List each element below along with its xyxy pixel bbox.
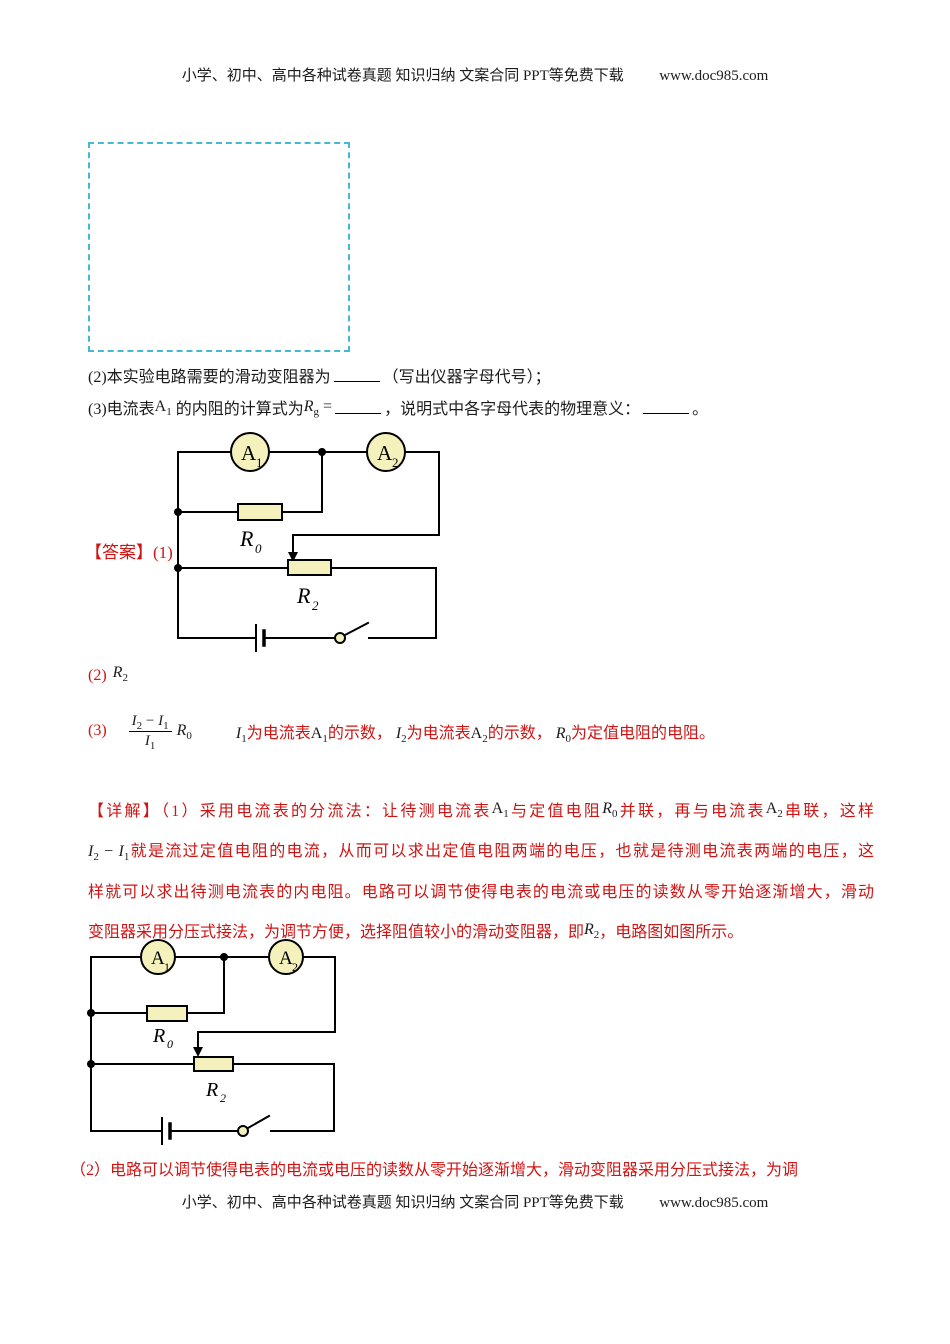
math-var-a1: A1 bbox=[310, 725, 328, 746]
conclusion-line: （2）电路可以调节使得电表的电流或电压的读数从零开始逐渐增大，滑动变阻器采用分压… bbox=[70, 1162, 799, 1179]
q2-text: (2)本实验电路需要的滑动变阻器为 bbox=[88, 369, 331, 386]
math-var-r2: R2 bbox=[584, 921, 600, 942]
resistor-r0-sub: 0 bbox=[167, 1037, 173, 1051]
answer-drawing-box bbox=[88, 142, 350, 352]
switch-pivot bbox=[237, 1125, 249, 1137]
junction-dot bbox=[318, 448, 326, 456]
switch-pivot bbox=[334, 632, 346, 644]
switch-lever bbox=[343, 621, 370, 637]
fixed-resistor-r0 bbox=[146, 1005, 188, 1022]
rheostat-r2-label: R bbox=[296, 583, 311, 608]
q2-blank bbox=[333, 365, 380, 382]
ammeter-a2 bbox=[268, 939, 304, 975]
answer-part1-number: (1) bbox=[153, 543, 173, 562]
fraction-denominator: I1 bbox=[144, 732, 156, 752]
rheostat-r2 bbox=[193, 1056, 234, 1072]
rheostat-r2-sub: 2 bbox=[220, 1091, 226, 1105]
detail-line-1: 【详解】（1）采用电流表的分流法：让待测电流表A1与定值电阻R0并联，再与电流表… bbox=[88, 801, 874, 821]
detail-line-3: 样就可以求出待测电流表的内电阻。电路可以调节使得电表的电流或电压的读数从零开始逐… bbox=[88, 884, 874, 901]
ammeter-a1-sub: 1 bbox=[164, 960, 170, 974]
math-var-i2: I2 bbox=[395, 725, 407, 746]
answer-heading: 【答案】(1) bbox=[85, 538, 173, 563]
ammeter-a2-label: A bbox=[377, 441, 393, 465]
ammeter-a2 bbox=[366, 432, 406, 472]
circuit-diagram-1: A 1 A 2 R 0 R 2 bbox=[174, 432, 440, 652]
math-var-a2: A2 bbox=[470, 725, 488, 746]
q3-text-4: 。 bbox=[692, 401, 709, 418]
q3-text-2: 的内阻的计算式为 bbox=[175, 401, 304, 418]
answer-part3-explanation: I1为电流表A1的示数， I2为电流表A2的示数， R0为定值电阻的电阻。 bbox=[235, 725, 716, 746]
rheostat-r2-sub: 2 bbox=[312, 598, 319, 613]
q3-text-3: ，说明式中各字母代表的物理意义： bbox=[384, 401, 641, 418]
q3-blank-1 bbox=[335, 397, 382, 414]
question-line-3: (3)电流表A1 的内阻的计算式为Rg = ，说明式中各字母代表的物理意义： 。 bbox=[88, 395, 708, 419]
ammeter2-branch-wire bbox=[292, 451, 440, 536]
resistor-r0-label: R bbox=[239, 526, 254, 551]
slider-arrow-head bbox=[288, 552, 298, 562]
page-footer: 小学、初中、高中各种试卷真题 知识归纳 文案合同 PPT等免费下载 www.do… bbox=[0, 1191, 950, 1212]
minus-sign: − bbox=[145, 712, 155, 729]
header-url: www.doc985.com bbox=[659, 68, 769, 84]
circuit-diagram-2: A 1 A 2 R 0 R 2 bbox=[87, 939, 336, 1145]
switch-lever bbox=[246, 1114, 271, 1130]
junction-dot bbox=[87, 1060, 95, 1068]
ammeter-a2-sub: 2 bbox=[392, 455, 399, 470]
page-header: 小学、初中、高中各种试卷真题 知识归纳 文案合同 PPT等免费下载 www.do… bbox=[0, 64, 950, 85]
math-expr-i2-minus-i1: I2 − I1 bbox=[88, 843, 130, 864]
q3-text-1: (3)电流表 bbox=[88, 401, 155, 418]
math-var-i1: I1 bbox=[144, 732, 156, 752]
footer-url: www.doc985.com bbox=[659, 1195, 769, 1211]
answer-heading-label: 【答案】 bbox=[85, 543, 153, 562]
resistor-r0-label: R bbox=[152, 1025, 165, 1047]
math-var-i1: I1 bbox=[158, 712, 169, 732]
answer-part2: (2) R2 bbox=[88, 664, 128, 685]
math-var-rg: Rg bbox=[303, 398, 320, 419]
math-var-a2: A2 bbox=[765, 801, 783, 821]
math-var-r0: R0 bbox=[555, 725, 572, 746]
ammeter-a1 bbox=[140, 939, 176, 975]
math-var-i1: I1 bbox=[235, 725, 247, 746]
q2-note: （写出仪器字母代号）； bbox=[382, 369, 551, 386]
header-text: 小学、初中、高中各种试卷真题 知识归纳 文案合同 PPT等免费下载 bbox=[181, 68, 624, 84]
q3-blank-2 bbox=[643, 397, 690, 414]
junction-dot bbox=[87, 1009, 95, 1017]
math-var-r0: R0 bbox=[602, 801, 618, 821]
resistor-r0-sub: 0 bbox=[255, 541, 262, 556]
ammeter-a1-label: A bbox=[151, 948, 165, 969]
math-var-i2: I2 bbox=[131, 712, 143, 732]
ammeter-a2-label: A bbox=[279, 948, 293, 969]
math-var-r0: R0 bbox=[176, 722, 192, 743]
junction-dot bbox=[174, 508, 182, 516]
detail-line-4: 变阻器采用分压式接法，为调节方便，选择阻值较小的滑动变阻器，即R2，电路图如图所… bbox=[88, 921, 744, 942]
fixed-resistor-r0 bbox=[237, 503, 283, 521]
ammeter2-branch-wire bbox=[197, 956, 336, 1033]
ammeter-a1-label: A bbox=[241, 441, 257, 465]
junction-dot bbox=[174, 564, 182, 572]
junction-dot bbox=[220, 953, 228, 961]
ammeter-a1-sub: 1 bbox=[256, 455, 263, 470]
answer-part2-number: (2) bbox=[88, 667, 107, 684]
rheostat-wire bbox=[90, 1063, 335, 1132]
footer-text: 小学、初中、高中各种试卷真题 知识归纳 文案合同 PPT等免费下载 bbox=[181, 1195, 624, 1211]
rheostat-r2 bbox=[287, 559, 332, 576]
rheostat-wire bbox=[177, 567, 437, 639]
answer-part3: (3) I2 − I1 I1 R0 I1为电流表A1的示数， I2为电流表A2的… bbox=[88, 702, 715, 760]
answer-formula-fraction: I2 − I1 I1 bbox=[128, 712, 172, 752]
slider-arrow-head bbox=[193, 1047, 203, 1057]
ammeter-a1 bbox=[230, 432, 270, 472]
math-var-a1: A1 bbox=[491, 801, 509, 821]
answer-part3-number: (3) bbox=[88, 722, 107, 739]
question-line-2: (2)本实验电路需要的滑动变阻器为 （写出仪器字母代号）； bbox=[88, 363, 551, 387]
resistor-branch-wire bbox=[177, 451, 323, 513]
rheostat-r2-label: R bbox=[205, 1079, 218, 1101]
ammeter-a2-sub: 2 bbox=[292, 960, 298, 974]
detail-line-2: I2 − I1就是流过定值电阻的电流，从而可以求出定值电阻两端的电压，也就是待测… bbox=[88, 843, 874, 864]
math-var-a1: A1 bbox=[154, 398, 172, 419]
resistor-branch-wire bbox=[90, 956, 225, 1014]
q3-equals: = bbox=[323, 398, 333, 415]
math-var-r2: R2 bbox=[112, 664, 128, 685]
fraction-numerator: I2 − I1 bbox=[128, 712, 172, 732]
